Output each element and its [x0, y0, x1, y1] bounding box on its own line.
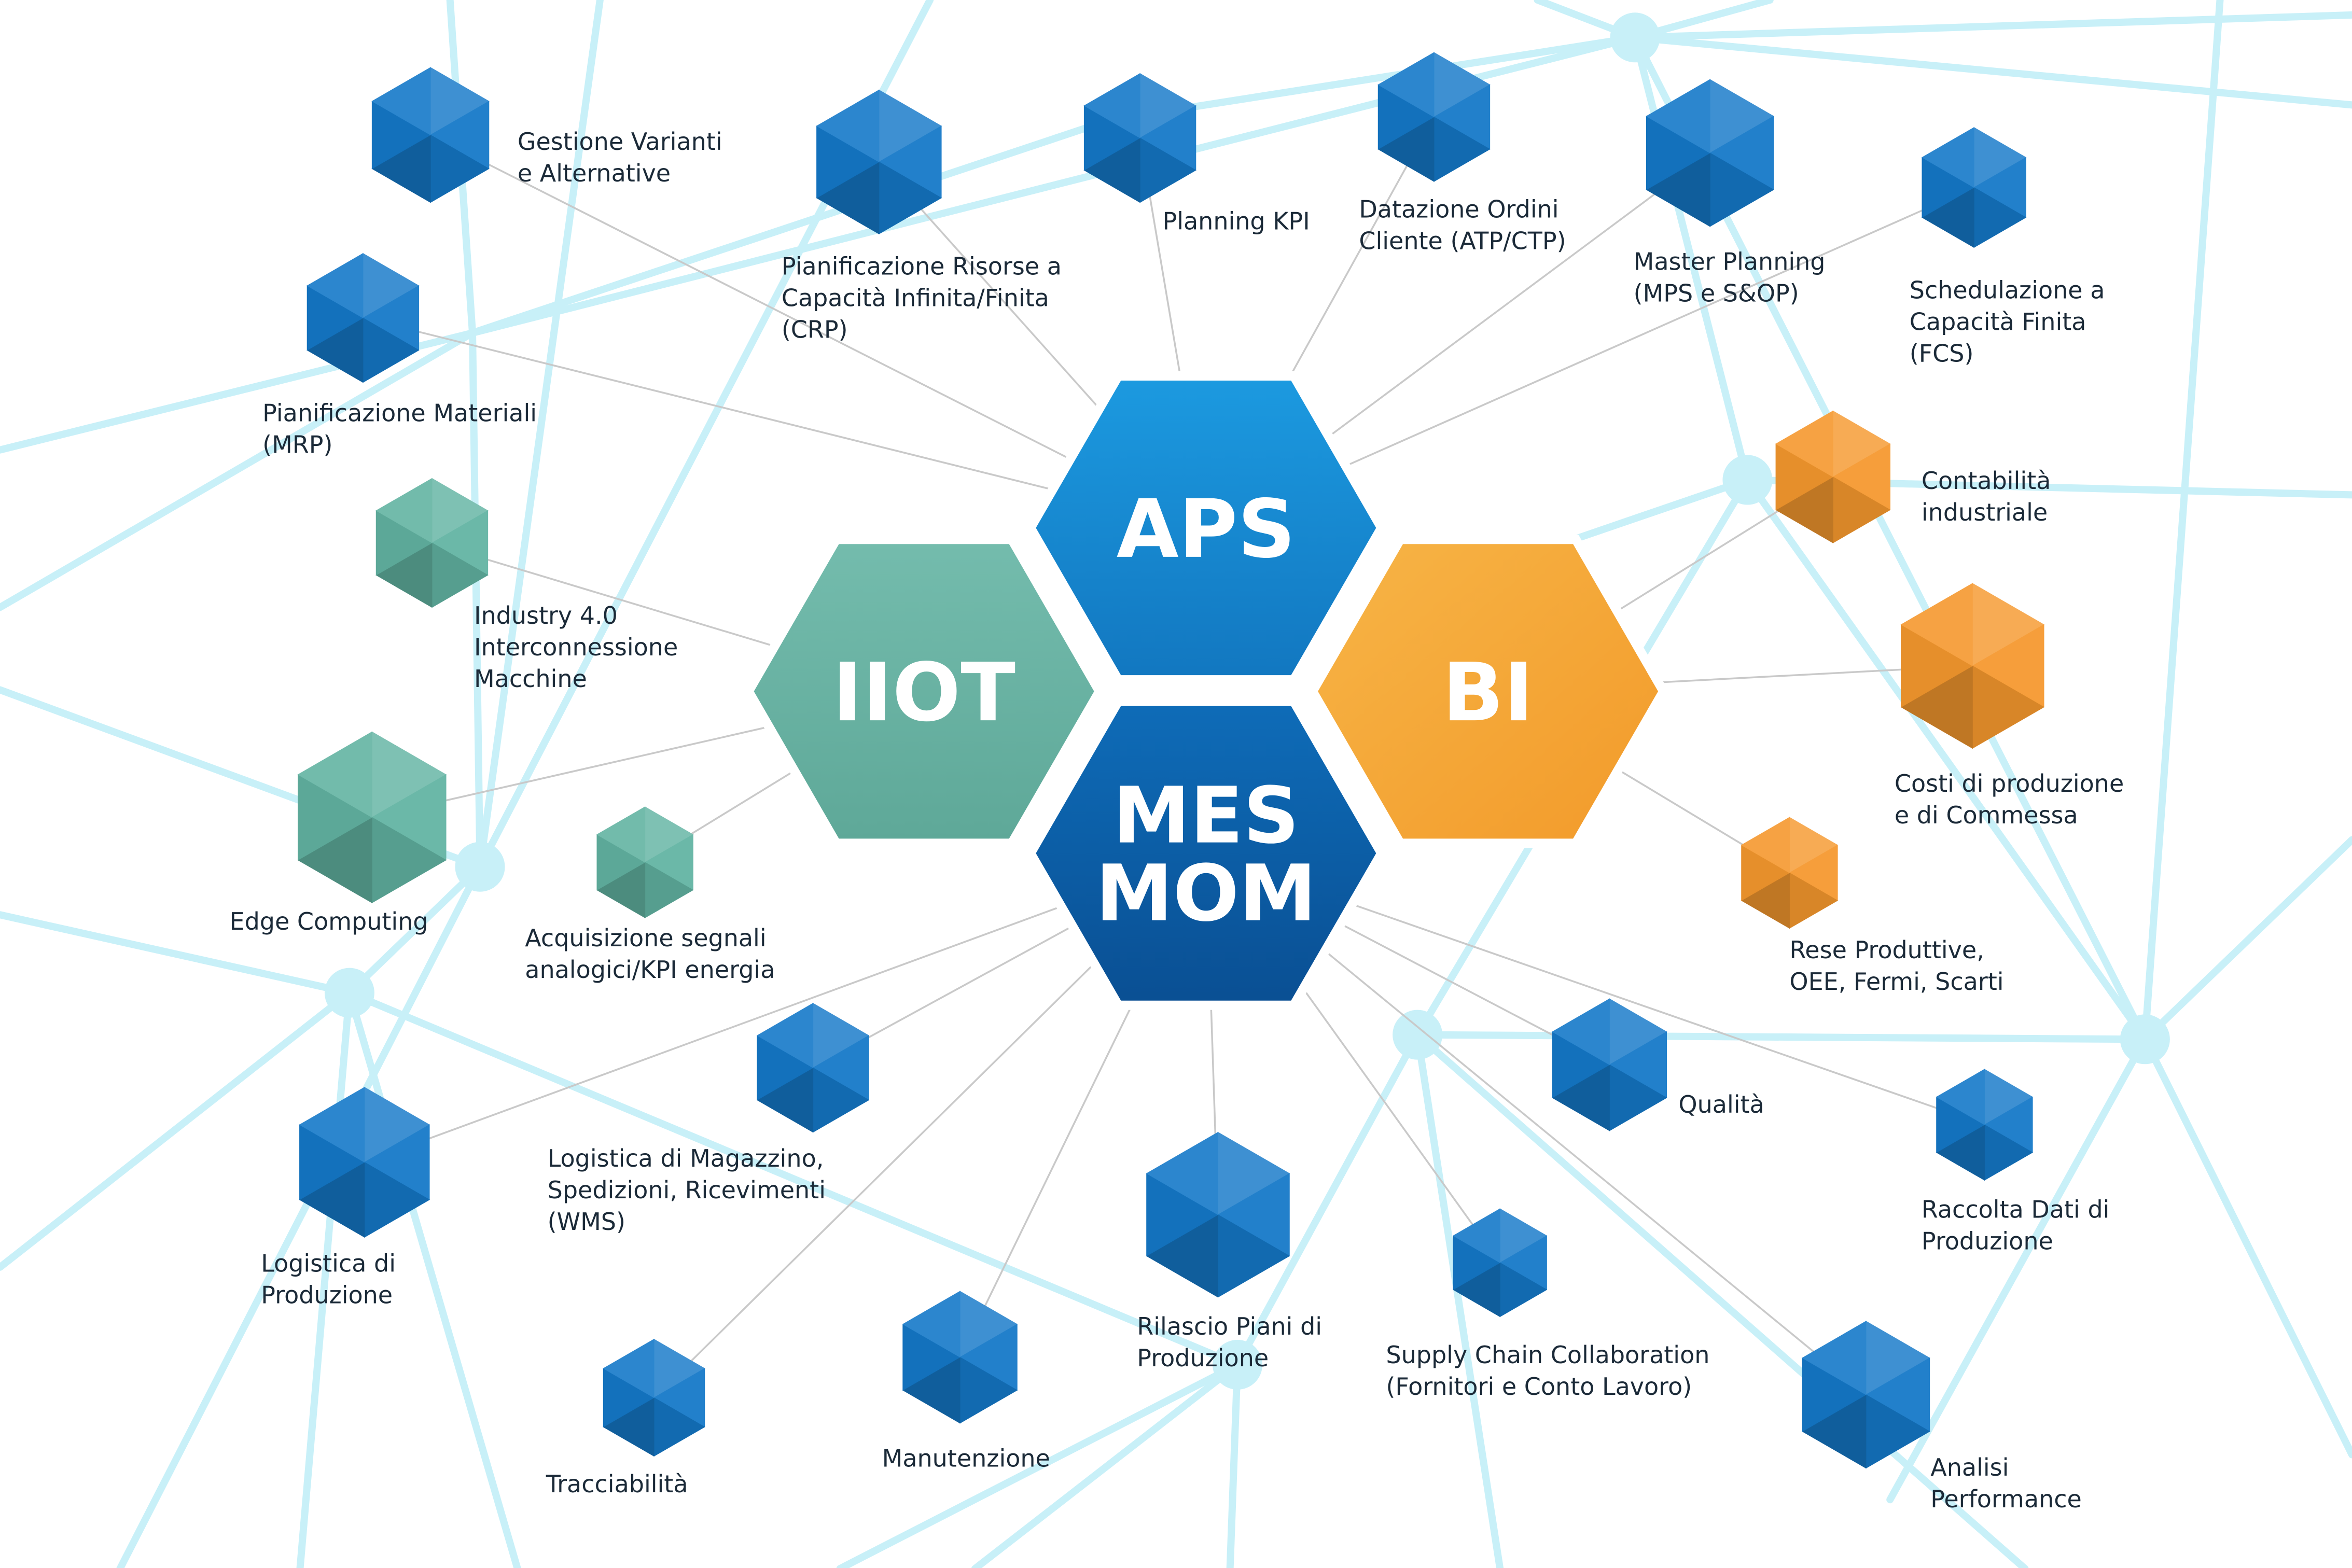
- node-edge-computing: Edge Computing: [230, 731, 447, 935]
- hexagon-icon: [1083, 73, 1196, 203]
- node-label-pianificazione-risorse: Pianificazione Risorse a: [782, 252, 1062, 280]
- node-planning-kpi: Planning KPI: [1083, 73, 1310, 235]
- hexagon-icon: [307, 253, 420, 383]
- node-gestione-varianti: Gestione Varianti e Alternative: [371, 67, 722, 203]
- node-label-qualita: Qualità: [1678, 1090, 1764, 1118]
- hexagon-icon: [1453, 1208, 1548, 1318]
- node-logistica-magazzino: Logistica di Magazzino, Spedizioni, Ricev…: [548, 1003, 870, 1236]
- node-contabilita: Contabilità industriale: [1775, 410, 2051, 543]
- hub-label-mes: MOM: [1095, 849, 1316, 939]
- node-label-logistica-magazzino: Logistica di Magazzino,: [548, 1144, 824, 1172]
- hexagon-icon: [1146, 1131, 1290, 1298]
- node-label-industry-40: Macchine: [474, 665, 587, 693]
- node-label-schedulazione: Schedulazione a: [1910, 276, 2105, 304]
- hexagon-icon: [1921, 127, 2027, 248]
- hexagon-icon: [816, 89, 942, 235]
- hub-iiot: IIOT: [743, 535, 1105, 848]
- node-label-rese-produttive: OEE, Fermi, Scarti: [1789, 968, 2003, 996]
- node-manutenzione: Manutenzione: [882, 1291, 1050, 1473]
- node-label-industry-40: Interconnessione: [474, 633, 678, 661]
- node-rese-produttive: Rese Produttive, OEE, Fermi, Scarti: [1741, 817, 2004, 996]
- node-label-planning-kpi: Planning KPI: [1162, 207, 1310, 235]
- node-raccolta-dati: Raccolta Dati di Produzione: [1922, 1069, 2110, 1255]
- node-label-analisi-performance: Performance: [1930, 1485, 2082, 1513]
- node-label-logistica-produzione: Produzione: [261, 1281, 393, 1309]
- hexagon-icon: [299, 1086, 430, 1238]
- node-label-analisi-performance: Analisi: [1930, 1453, 2009, 1481]
- node-label-acquisizione-segnali: analogici/KPI energia: [525, 956, 775, 984]
- node-label-raccolta-dati: Produzione: [1922, 1227, 2053, 1255]
- hexagon-icon: [756, 1003, 870, 1133]
- hexagon-icon: [902, 1291, 1018, 1424]
- node-label-gestione-varianti: e Alternative: [518, 159, 671, 187]
- hub-label-bi: BI: [1442, 646, 1534, 739]
- node-logistica-produzione: Logistica di Produzione: [261, 1086, 430, 1309]
- hexagon-icon: [596, 806, 694, 918]
- node-label-costi-produzione: Costi di produzione: [1895, 769, 2124, 797]
- node-label-tracciabilita: Tracciabilità: [546, 1470, 688, 1498]
- node-label-rese-produttive: Rese Produttive,: [1789, 936, 1984, 964]
- node-label-contabilita: Contabilità: [1922, 467, 2051, 495]
- hub-label-aps: APS: [1117, 482, 1296, 576]
- hub-label-iiot: IIOT: [832, 646, 1015, 739]
- node-label-industry-40: Industry 4.0: [474, 601, 618, 629]
- node-acquisizione-segnali: Acquisizione segnali analogici/KPI energi…: [525, 806, 775, 984]
- hexagon-icon: [371, 67, 490, 203]
- node-label-master-planning: (MPS e S&OP): [1634, 279, 1799, 307]
- hub-label-mes: MES: [1112, 771, 1299, 861]
- node-tracciabilita: Tracciabilità: [546, 1338, 705, 1498]
- node-label-schedulazione: (FCS): [1910, 340, 1974, 368]
- node-label-logistica-magazzino: Spedizioni, Ricevimenti: [548, 1176, 826, 1204]
- node-label-schedulazione: Capacità Finita: [1910, 308, 2086, 336]
- node-label-raccolta-dati: Raccolta Dati di: [1922, 1195, 2110, 1223]
- node-label-edge-computing: Edge Computing: [230, 907, 428, 935]
- hexagon-icon: [1741, 817, 1839, 929]
- hexagon-icon: [1552, 998, 1667, 1131]
- node-label-datazione-ordini: Cliente (ATP/CTP): [1359, 227, 1566, 255]
- hexagon-icon: [1900, 583, 2045, 749]
- node-master-planning: Master Planning (MPS e S&OP): [1634, 79, 1826, 307]
- node-schedulazione: Schedulazione a Capacità Finita (FCS): [1910, 127, 2105, 368]
- hexagon-icon: [1646, 79, 1774, 227]
- node-qualita: Qualità: [1552, 998, 1764, 1131]
- node-label-supply-chain: (Fornitori e Conto Lavoro): [1386, 1373, 1692, 1401]
- node-label-logistica-produzione: Logistica di: [261, 1250, 396, 1278]
- hexagon-icon: [1802, 1321, 1930, 1469]
- node-costi-produzione: Costi di produzione e di Commessa: [1895, 583, 2124, 829]
- node-label-master-planning: Master Planning: [1634, 248, 1826, 276]
- node-label-pianificazione-risorse: Capacità Infinita/Finita: [782, 284, 1049, 312]
- node-label-logistica-magazzino: (WMS): [548, 1208, 625, 1236]
- hexagon-icon: [603, 1338, 705, 1457]
- node-rilascio-piani: Rilascio Piani di Produzione: [1137, 1131, 1322, 1372]
- node-label-pianificazione-materiali: Pianificazione Materiali: [262, 399, 537, 427]
- node-label-rilascio-piani: Produzione: [1137, 1344, 1269, 1372]
- node-label-gestione-varianti: Gestione Varianti: [518, 128, 722, 156]
- node-pianificazione-risorse: Pianificazione Risorse a Capacità Infinit…: [782, 89, 1062, 343]
- hexagon-icon: [375, 478, 489, 608]
- hexagon-icon: [1936, 1069, 2034, 1181]
- node-label-manutenzione: Manutenzione: [882, 1445, 1050, 1473]
- node-label-pianificazione-risorse: (CRP): [782, 315, 848, 343]
- node-label-contabilita: industriale: [1922, 498, 2048, 526]
- hub-bi: BI: [1307, 535, 1669, 848]
- node-label-acquisizione-segnali: Acquisizione segnali: [525, 924, 766, 952]
- node-label-supply-chain: Supply Chain Collaboration: [1386, 1341, 1709, 1369]
- node-pianificazione-materiali: Pianificazione Materiali (MRP): [262, 253, 537, 459]
- node-label-costi-produzione: e di Commessa: [1895, 801, 2078, 829]
- hexagon-icon: [297, 731, 447, 903]
- hexagon-icon: [1377, 52, 1491, 182]
- node-label-rilascio-piani: Rilascio Piani di: [1137, 1312, 1322, 1340]
- node-label-pianificazione-materiali: (MRP): [262, 431, 332, 459]
- node-label-datazione-ordini: Datazione Ordini: [1359, 195, 1558, 223]
- hub-aps: APS: [1025, 371, 1387, 685]
- node-supply-chain: Supply Chain Collaboration (Fornitori e C…: [1386, 1208, 1709, 1401]
- hexagon-icon: [1775, 410, 1891, 543]
